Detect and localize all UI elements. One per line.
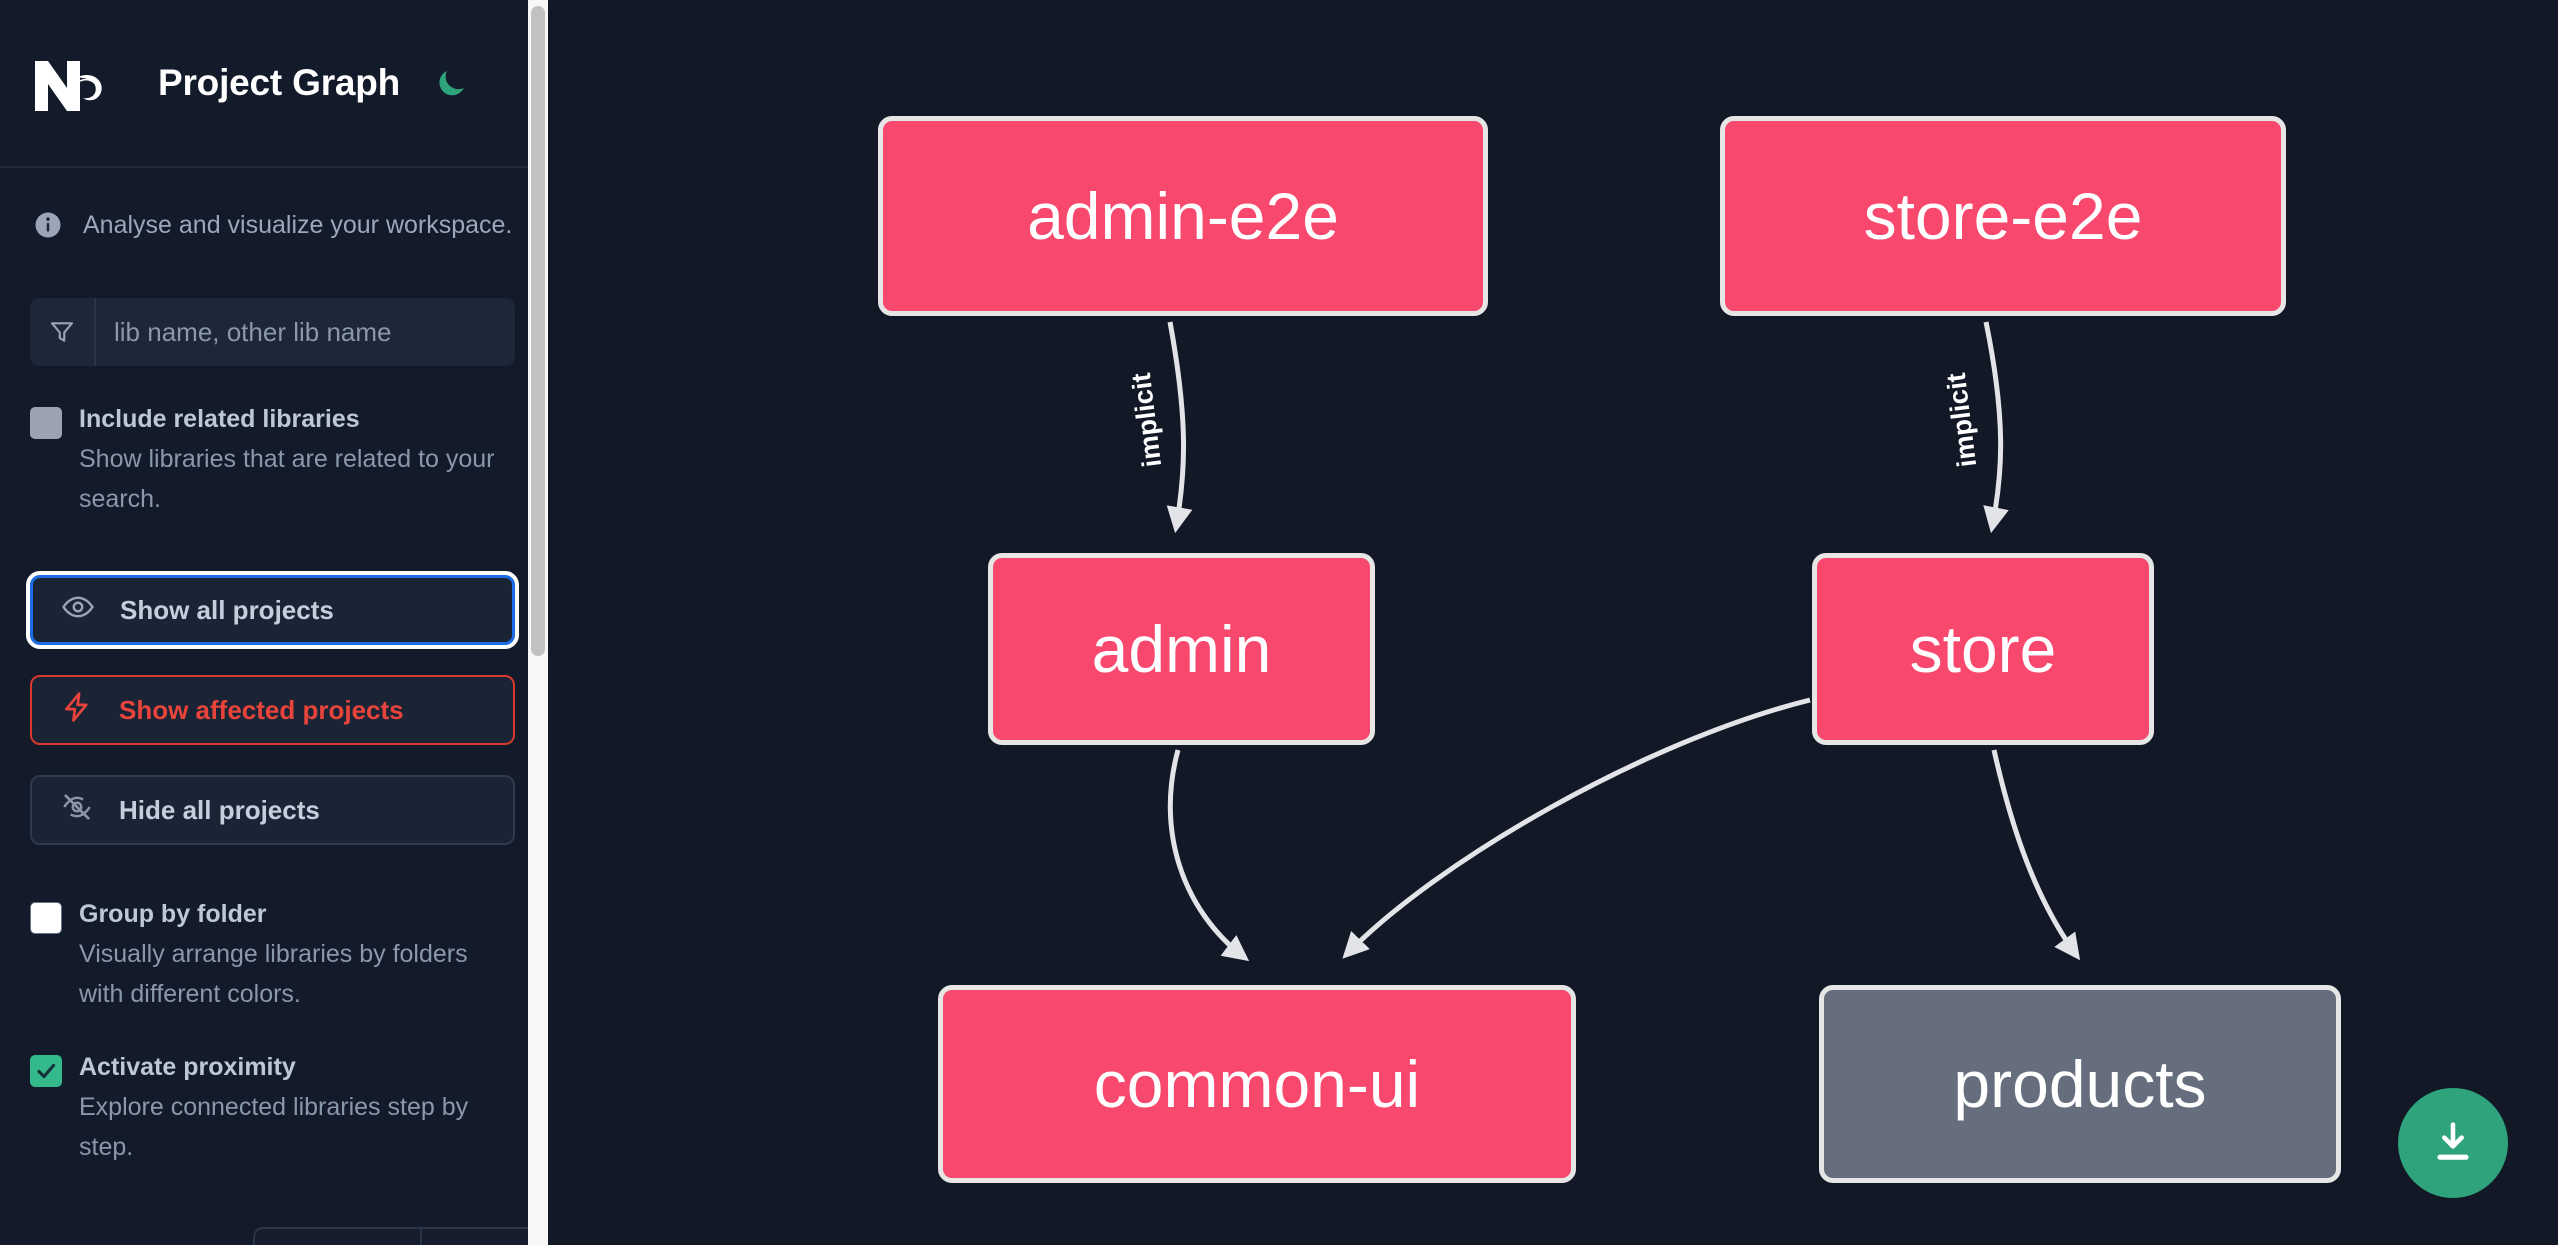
sidebar-scrollbar-thumb[interactable] <box>531 6 545 656</box>
graph-node-label: store-e2e <box>1863 179 2143 253</box>
graph-node-products[interactable]: products <box>1819 985 2341 1183</box>
moon-icon[interactable] <box>430 62 472 104</box>
sidebar-scrollbar-track[interactable] <box>528 0 548 1245</box>
graph-node-store[interactable]: store <box>1812 553 2154 745</box>
bottom-segmented-control[interactable] <box>253 1227 558 1245</box>
sidebar: Project Graph Analyse and visualize yo <box>0 0 558 1245</box>
graph-edges <box>1166 321 2081 962</box>
include-related-libraries-description: Show libraries that are related to your … <box>79 445 495 513</box>
graph-canvas[interactable]: implicit implicit admin-e2e store-e2e ad… <box>558 0 2558 1245</box>
edge-admin-to-common-ui <box>1167 749 1250 962</box>
page-title: Project Graph <box>158 62 401 103</box>
nx-logo-icon <box>30 53 124 113</box>
include-related-libraries-checkbox[interactable] <box>30 407 62 439</box>
edge-store-e2e-to-store <box>1983 321 2009 534</box>
activate-proximity-description: Explore connected libraries step by step… <box>79 1093 469 1161</box>
sidebar-header: Project Graph <box>0 0 545 168</box>
graph-node-label: admin-e2e <box>1027 179 1339 253</box>
show-affected-projects-label: Show affected projects <box>119 694 404 725</box>
graph-node-common-ui[interactable]: common-ui <box>938 985 1576 1183</box>
lightning-bolt-icon <box>60 690 94 731</box>
graph-node-label: store <box>1909 612 2057 686</box>
include-related-libraries-label: Include related libraries <box>79 405 360 433</box>
group-by-folder-checkbox[interactable] <box>30 902 62 934</box>
workspace-info-text: Analyse and visualize your workspace. <box>83 210 513 239</box>
info-circle-icon <box>33 210 63 240</box>
search-input[interactable] <box>96 298 515 366</box>
checkbox-activate-proximity[interactable]: Activate proximity Explore connected lib… <box>0 1050 545 1167</box>
activate-proximity-label: Activate proximity <box>79 1053 296 1081</box>
workspace-info: Analyse and visualize your workspace. <box>0 168 545 240</box>
checkbox-group-by-folder[interactable]: Group by folder Visually arrange librari… <box>0 897 545 1014</box>
edge-store-to-products <box>1991 749 2081 961</box>
checkbox-include-related-libraries[interactable]: Include related libraries Show libraries… <box>0 402 545 519</box>
hide-all-projects-button[interactable]: Hide all projects <box>30 775 515 845</box>
eye-off-icon <box>60 790 94 831</box>
graph-node-admin[interactable]: admin <box>988 553 1375 745</box>
group-by-folder-description: Visually arrange libraries by folders wi… <box>79 940 468 1008</box>
download-image-button[interactable] <box>2398 1088 2508 1198</box>
edge-admin-e2e-to-admin <box>1166 321 1193 534</box>
download-icon <box>2427 1116 2479 1171</box>
graph-node-admin-e2e[interactable]: admin-e2e <box>878 116 1488 316</box>
graph-node-label: common-ui <box>1093 1047 1421 1121</box>
hide-all-projects-label: Hide all projects <box>119 794 320 825</box>
segment-divider-1 <box>420 1229 422 1245</box>
sidebar-content: Project Graph Analyse and visualize yo <box>0 0 558 1245</box>
show-all-projects-button[interactable]: Show all projects <box>26 571 519 649</box>
edge-store-to-common-ui <box>1342 697 1811 959</box>
funnel-icon <box>30 298 96 366</box>
group-by-folder-label: Group by folder <box>79 900 267 928</box>
show-affected-projects-button[interactable]: Show affected projects <box>30 675 515 745</box>
eye-icon <box>61 590 95 631</box>
graph-node-label: admin <box>1091 612 1272 686</box>
show-all-projects-label: Show all projects <box>120 594 334 625</box>
graph-node-store-e2e[interactable]: store-e2e <box>1720 116 2286 316</box>
project-visibility-buttons: Show all projects Show affected projects <box>0 571 545 845</box>
sidebar-right-edge <box>548 0 558 1245</box>
activate-proximity-checkbox[interactable] <box>30 1055 62 1087</box>
graph-node-label: products <box>1953 1047 2207 1121</box>
filter-bar <box>30 298 515 366</box>
